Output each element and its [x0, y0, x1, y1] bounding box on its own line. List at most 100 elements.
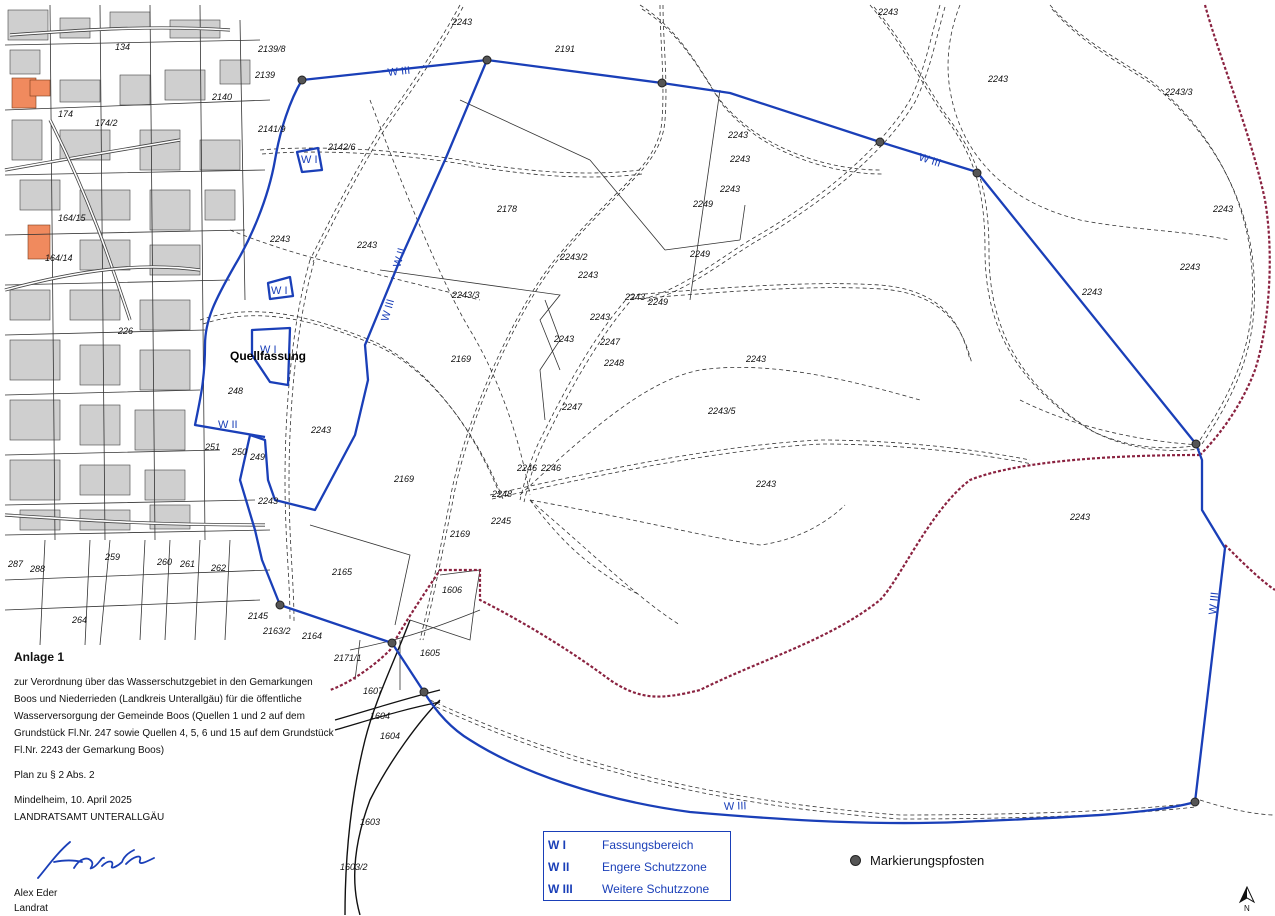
- plan-reference: Plan zu § 2 Abs. 2: [14, 770, 95, 781]
- zone-w-i-3: [250, 326, 292, 387]
- zone-label: W I: [301, 154, 318, 166]
- legend-label: Weitere Schutzzone: [602, 882, 710, 896]
- parcel-number: 2248: [491, 489, 512, 499]
- legend-code: W II: [548, 860, 570, 874]
- parcel-number: 1605: [420, 648, 441, 658]
- legend-label: Engere Schutzzone: [602, 860, 707, 874]
- settlement-buildings: [7, 9, 251, 531]
- signer-title: Landrat: [14, 903, 48, 914]
- legend-code: W III: [548, 882, 573, 896]
- zone-w-iii-boundary: [238, 58, 1227, 825]
- parcel-number: 2247: [561, 402, 583, 412]
- parcel-number: 174: [58, 109, 73, 119]
- parcel-number: 287: [7, 559, 24, 569]
- parcel-number: 1603: [360, 817, 380, 827]
- parcel-number: 2243: [269, 234, 290, 244]
- parcel-number: 2243: [877, 7, 898, 17]
- parcel-number: 2140: [211, 92, 232, 102]
- parcel-number: 2164: [301, 631, 322, 641]
- parcel-number: 2243: [719, 184, 740, 194]
- main-road: [334, 619, 441, 915]
- spring-label: Quellfassung: [230, 349, 306, 363]
- parcel-number: 2169: [449, 529, 470, 539]
- parcel-number: 288: [29, 564, 45, 574]
- zone-w-i-1: [295, 146, 324, 174]
- protection-zones: [193, 58, 1227, 825]
- zone-label: W II: [391, 247, 408, 269]
- parcel-number: 134: [115, 42, 130, 52]
- parcel-number: 2243: [1179, 262, 1200, 272]
- parcel-number: 1603/2: [340, 862, 368, 872]
- zone-label: W I: [271, 285, 288, 297]
- zone-w-i-2: [266, 275, 295, 301]
- parcel-number: 2245: [490, 516, 512, 526]
- parcel-number: 1606: [442, 585, 462, 595]
- zone-legend: W I Fassungsbereich W II Engere Schutzzo…: [543, 831, 731, 901]
- north-label: N: [1244, 904, 1250, 912]
- parcel-number: 2243: [1081, 287, 1102, 297]
- zone-label: W III: [724, 800, 747, 813]
- parcel-number: 249: [249, 452, 265, 462]
- parcel-number: 226: [117, 326, 133, 336]
- parcel-number: 2243: [589, 312, 610, 322]
- parcel-number: 2243: [745, 354, 766, 364]
- marker-post-icon: [850, 855, 861, 866]
- zone-label: W III: [917, 151, 942, 169]
- zone-w-ii-boundary: [193, 79, 303, 439]
- parcel-number: 2141/9: [257, 124, 286, 134]
- authority: LANDRATSAMT UNTERALLGÄU: [14, 812, 165, 823]
- parcel-number: 250: [231, 447, 247, 457]
- parcel-number: 2178: [496, 204, 517, 214]
- parcel-number: 264: [71, 615, 87, 625]
- document-description: zur Verordnung über das Wasserschutzgebi…: [14, 677, 334, 756]
- signer: Alex Eder Landrat: [14, 886, 57, 916]
- parcel-number: 2246: [540, 463, 561, 473]
- parcel-number: 259: [104, 552, 120, 562]
- parcel-number: 2243: [1069, 512, 1090, 522]
- parcel-number: 2163/2: [262, 626, 291, 636]
- marker-legend-label: Markierungspfosten: [870, 853, 985, 868]
- zone-label: W III: [379, 298, 397, 323]
- parcel-number: 2171/1: [333, 653, 362, 663]
- parcel-number: 2191: [554, 44, 575, 54]
- parcel-number: 2243: [553, 334, 574, 344]
- parcel-number: 2169: [393, 474, 414, 484]
- zone-label: W III: [1207, 592, 1221, 616]
- place-date: Mindelheim, 10. April 2025: [14, 795, 132, 806]
- legend-code: W I: [548, 838, 566, 852]
- parcel-number: 2243: [755, 479, 776, 489]
- parcel-number: 262: [210, 563, 226, 573]
- farm-tracks: [199, 4, 1275, 820]
- legend-row-w-i: W I Fassungsbereich: [544, 834, 730, 856]
- parcel-number: 2243: [577, 270, 598, 280]
- legend-label: Fassungsbereich: [602, 838, 694, 852]
- marker-posts: [275, 55, 1201, 807]
- legend-row-w-iii: W III Weitere Schutzzone: [544, 878, 730, 900]
- parcel-number: 1607: [363, 686, 384, 696]
- parcel-number: 261: [179, 559, 195, 569]
- parcel-number: 2145: [247, 611, 269, 621]
- parcel-number: 1604: [380, 731, 400, 741]
- parcel-number: 2169: [450, 354, 471, 364]
- parcel-number: 248: [227, 386, 243, 396]
- parcel-numbers: 2243 2191 2243 2243/3 2243 2139/8 2139 2…: [7, 7, 1233, 872]
- parcel-number: 2249: [689, 249, 710, 259]
- parcel-number: 2243/3: [451, 290, 480, 300]
- zone-label: W II: [218, 419, 238, 431]
- handwritten-signature: [37, 841, 155, 879]
- parcel-number: 2248: [603, 358, 624, 368]
- parcel-number: 251: [204, 442, 220, 452]
- marker-legend: Markierungspfosten: [850, 853, 984, 868]
- settlement-parcel-lines: [4, 4, 271, 646]
- document-info: Anlage 1 zur Verordnung über das Wassers…: [14, 650, 334, 826]
- parcel-number: 2243: [310, 425, 331, 435]
- parcel-number: 2246: [516, 463, 537, 473]
- parcel-number: 1604: [370, 711, 390, 721]
- village-roads: [4, 26, 266, 527]
- parcel-number: 2139/8: [257, 44, 286, 54]
- parcel-number: 2243: [727, 130, 748, 140]
- parcel-number: 164/15: [58, 213, 87, 223]
- municipal-boundary: [329, 4, 1275, 698]
- parcel-number: 2243: [356, 240, 377, 250]
